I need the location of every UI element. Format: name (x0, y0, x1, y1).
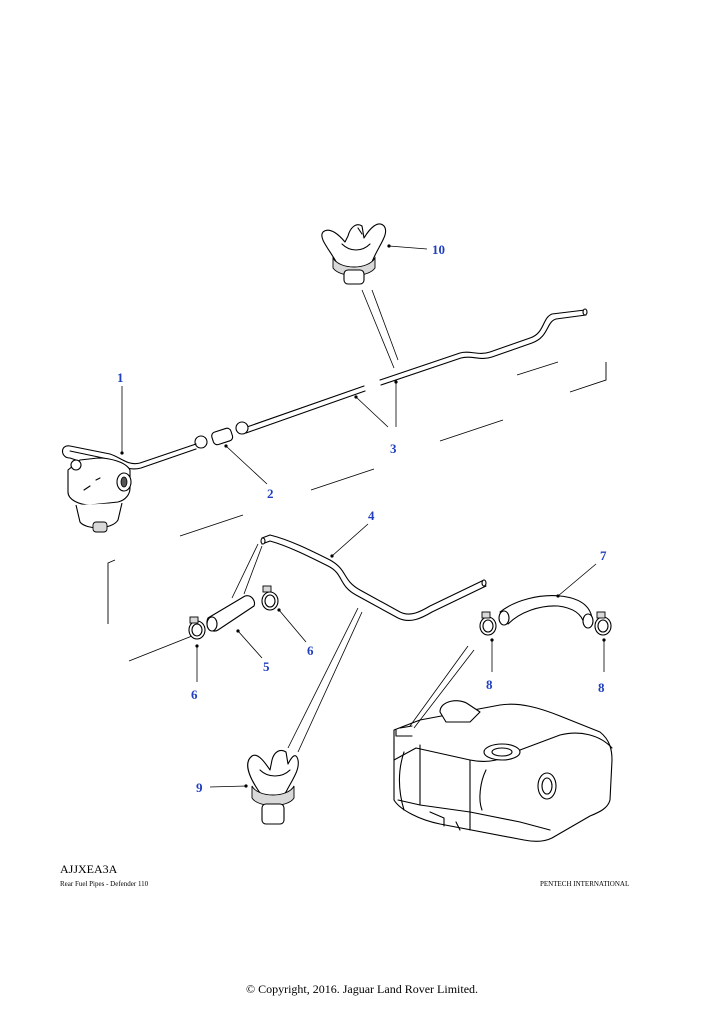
pipe-clip-9 (247, 749, 299, 825)
callout-8-right: 8 (598, 680, 605, 695)
breather-pipe-4 (260, 534, 487, 621)
pipe-connector-2 (194, 421, 249, 449)
callout-9: 9 (196, 780, 203, 795)
tank-hose-7 (498, 595, 594, 629)
hose-clip-6a (188, 616, 206, 640)
callout-6-right: 6 (307, 643, 314, 658)
publisher-label: PENTECH INTERNATIONAL (540, 880, 630, 888)
callout-1: 1 (117, 370, 124, 385)
callout-labels: 10 1 3 2 4 7 6 5 6 8 8 9 (117, 242, 607, 795)
callout-3: 3 (390, 441, 397, 456)
diagram-reference-code: AJJXEA3A (60, 862, 118, 876)
callout-7: 7 (600, 548, 607, 563)
callout-10: 10 (432, 242, 445, 257)
fuel-pipe-3 (243, 308, 588, 434)
callout-6-left: 6 (191, 687, 198, 702)
callout-2: 2 (267, 486, 274, 501)
hose-5 (206, 595, 256, 632)
hose-clip-8b (594, 611, 612, 636)
leader-lines (120, 244, 606, 788)
fuel-tank (393, 700, 613, 842)
pipe-clip-10 (321, 223, 387, 285)
callout-4: 4 (368, 508, 375, 523)
diagram-caption: Rear Fuel Pipes - Defender 110 (60, 880, 149, 888)
copyright-notice: © Copyright, 2016. Jaguar Land Rover Lim… (245, 982, 479, 996)
callout-8-left: 8 (486, 677, 493, 692)
frame-guide-lines (107, 361, 607, 662)
hose-clip-8a (479, 611, 497, 636)
callout-5: 5 (263, 659, 270, 674)
fuel-filter-1 (61, 443, 197, 533)
hose-clip-6b (261, 585, 279, 611)
